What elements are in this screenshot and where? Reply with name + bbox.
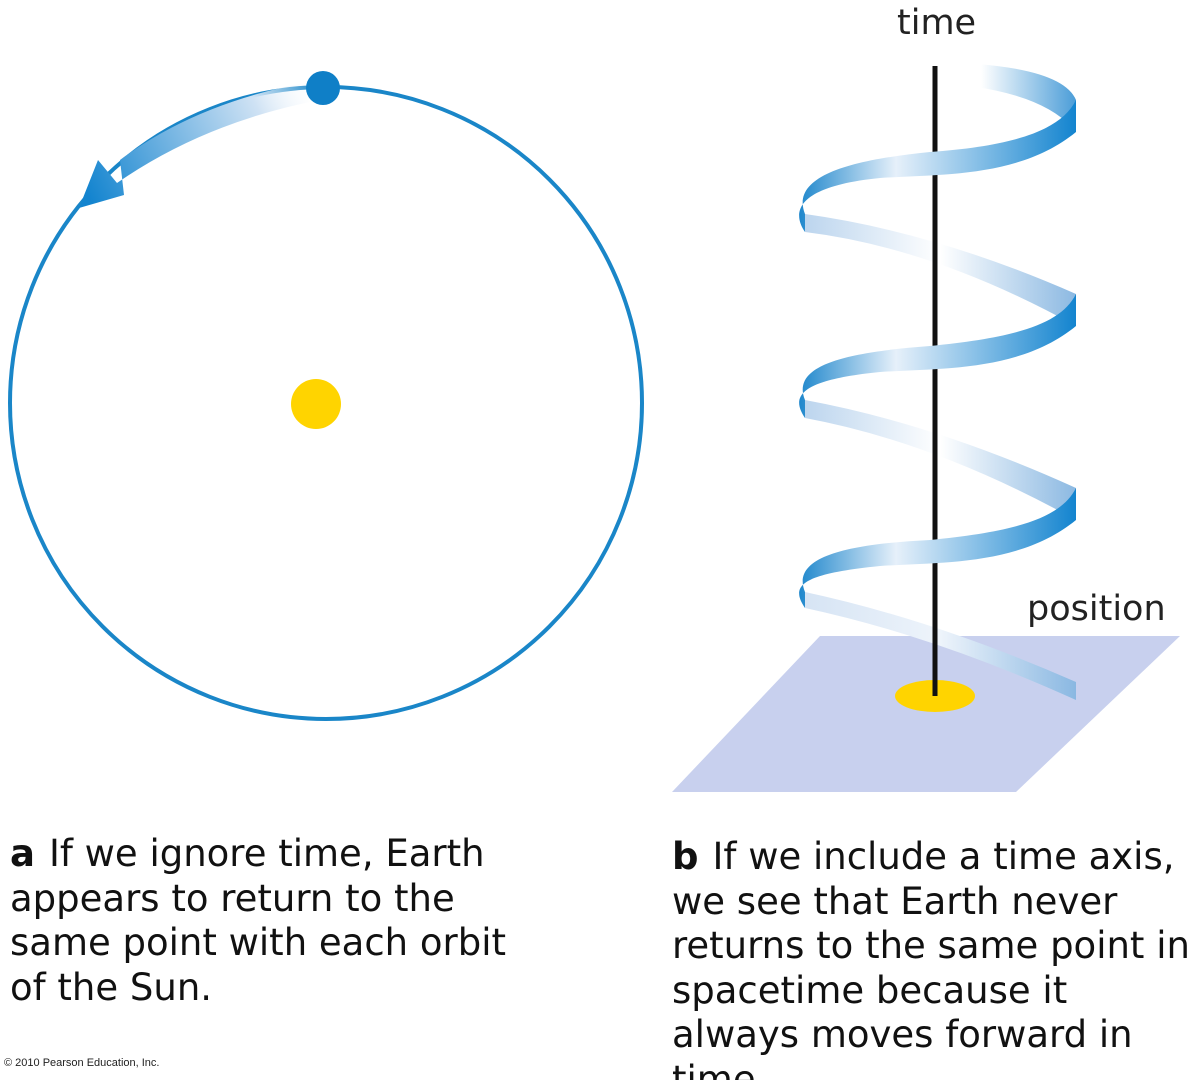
orbit-direction-arrow bbox=[79, 80, 320, 208]
spacetime-figure: time position bbox=[8, 3, 1180, 792]
panel-a-orbit-diagram bbox=[8, 71, 644, 721]
panel-b-caption-text: If we include a time axis, we see that E… bbox=[672, 835, 1190, 1080]
helix-segment bbox=[799, 100, 1076, 232]
helix-segment bbox=[799, 294, 1076, 418]
helix-back-segments bbox=[805, 62, 1076, 700]
position-plane-label: position bbox=[1027, 589, 1166, 629]
panel-b-spacetime-diagram: time position bbox=[672, 3, 1180, 792]
earth-dot bbox=[306, 71, 340, 105]
helix-segment bbox=[918, 62, 1076, 132]
helix-segment bbox=[805, 400, 1076, 520]
helix-segment bbox=[805, 592, 1076, 700]
sun-dot bbox=[291, 379, 341, 429]
time-axis-label: time bbox=[897, 3, 976, 43]
panel-a-letter: a bbox=[10, 832, 35, 875]
position-plane bbox=[672, 636, 1180, 792]
helix-segment bbox=[799, 488, 1076, 608]
panel-a-caption-text: If we ignore time, Earth appears to retu… bbox=[10, 832, 507, 1009]
copyright-notice: © 2010 Pearson Education, Inc. bbox=[4, 1057, 160, 1069]
helix-front-segments bbox=[799, 100, 1076, 608]
panel-b-letter: b bbox=[672, 835, 699, 878]
helix-segment bbox=[805, 214, 1076, 326]
